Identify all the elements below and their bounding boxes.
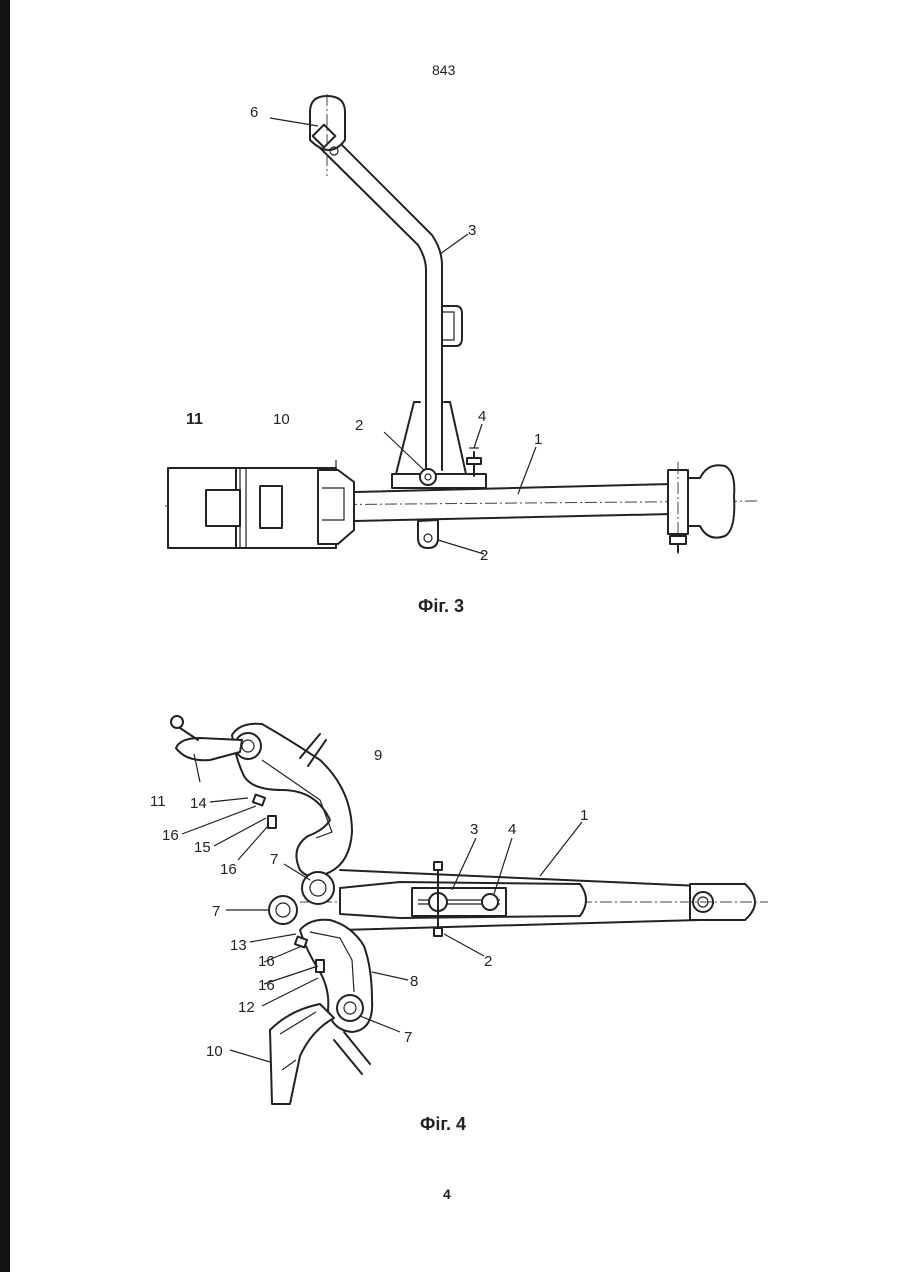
label-9: 9 bbox=[374, 747, 382, 764]
label-16-a: 16 bbox=[162, 827, 179, 844]
label-13: 13 bbox=[230, 937, 247, 954]
figure-4-caption: Фіг. 4 bbox=[420, 1114, 466, 1135]
label-7-left: 7 bbox=[212, 903, 220, 920]
pivot-7-left bbox=[269, 896, 297, 924]
label-10-fig4: 10 bbox=[206, 1043, 223, 1060]
label-15: 15 bbox=[194, 839, 211, 856]
label-14: 14 bbox=[190, 795, 207, 812]
label-11-fig4: 11 bbox=[150, 793, 166, 810]
label-7-upper: 7 bbox=[270, 851, 278, 868]
label-8: 8 bbox=[410, 973, 418, 990]
label-2-fig4: 2 bbox=[484, 953, 492, 970]
label-16-b: 16 bbox=[220, 861, 237, 878]
page-number: 4 bbox=[443, 1186, 451, 1202]
upper-handle-11 bbox=[176, 738, 242, 760]
label-16-c: 16 bbox=[258, 953, 275, 970]
label-1-fig4: 1 bbox=[580, 807, 588, 824]
label-7-lower: 7 bbox=[404, 1029, 412, 1046]
label-16-d: 16 bbox=[258, 977, 275, 994]
label-12: 12 bbox=[238, 999, 255, 1016]
pivot-7-lower bbox=[337, 995, 363, 1021]
label-3-fig4: 3 bbox=[470, 821, 478, 838]
pivot-7-upper bbox=[302, 872, 334, 904]
lower-handle-10 bbox=[270, 1004, 334, 1104]
label-4-fig4: 4 bbox=[508, 821, 516, 838]
bolt-4-fig4 bbox=[482, 894, 498, 910]
